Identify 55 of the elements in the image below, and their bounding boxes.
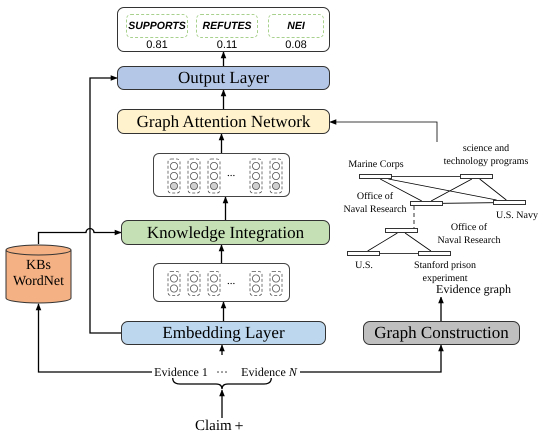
ellipsis: ... bbox=[227, 274, 236, 286]
graph-attention-box bbox=[117, 109, 330, 134]
graph-construction-box bbox=[363, 321, 520, 345]
arrow bbox=[218, 133, 224, 153]
layer-label: Graph Attention Network bbox=[136, 112, 310, 132]
arrow bbox=[38, 228, 122, 244]
arrow bbox=[222, 196, 228, 220]
node-label: U.S. bbox=[354, 259, 374, 272]
arrow bbox=[329, 119, 438, 142]
connector-line bbox=[367, 232, 398, 252]
layer-label: Embedding Layer bbox=[162, 323, 285, 343]
probability-value: 0.08 bbox=[284, 39, 308, 51]
arrow bbox=[218, 244, 224, 263]
class-label: SUPPORTS bbox=[126, 14, 188, 38]
class-label: REFUTES bbox=[196, 14, 258, 38]
arrow bbox=[36, 303, 152, 373]
input-label: Evidence 1 bbox=[152, 365, 210, 379]
arrow bbox=[219, 389, 225, 418]
arrow bbox=[300, 344, 444, 373]
node-label: U.S. Navy bbox=[495, 209, 539, 222]
input-label: Evidence graph bbox=[436, 282, 510, 297]
arrow bbox=[220, 89, 226, 109]
connector-line bbox=[442, 202, 494, 204]
embedding-layer-box bbox=[121, 321, 326, 345]
arrow bbox=[220, 51, 226, 66]
arrow bbox=[219, 344, 225, 355]
arrow bbox=[89, 75, 121, 334]
knowledge-integration-box bbox=[121, 220, 330, 245]
layer-label: Graph Construction bbox=[374, 323, 509, 343]
arrow bbox=[438, 296, 444, 321]
database-cylinder bbox=[5, 244, 72, 304]
layer-label: Knowledge Integration bbox=[146, 222, 304, 242]
arrow bbox=[220, 301, 226, 321]
connector-line bbox=[430, 178, 472, 202]
node-label: Office of Naval Research bbox=[437, 221, 501, 248]
probability-value: 0.81 bbox=[145, 39, 169, 51]
node-label: Stanford prison experiment bbox=[413, 259, 477, 284]
connector-line bbox=[380, 178, 422, 202]
connector-line bbox=[404, 232, 432, 252]
output-panel bbox=[117, 7, 330, 52]
output-layer-box bbox=[117, 66, 330, 90]
connector-line bbox=[479, 178, 507, 200]
ellipsis: ... bbox=[227, 167, 236, 179]
class-label: NEI bbox=[268, 14, 324, 38]
input-label: Evidence N bbox=[238, 365, 300, 379]
probability-value: 0.11 bbox=[216, 39, 238, 51]
layer-label: Output Layer bbox=[178, 68, 270, 88]
node-label: Office of Naval Research bbox=[342, 190, 408, 217]
connector-line bbox=[392, 176, 460, 177]
brace bbox=[172, 378, 272, 390]
node-label: Marine Corps bbox=[347, 158, 405, 171]
connector-line bbox=[380, 253, 418, 254]
database-label: KBs WordNet bbox=[12, 258, 65, 290]
node-label: science and technology programs bbox=[442, 142, 530, 169]
connector-line bbox=[388, 178, 498, 200]
